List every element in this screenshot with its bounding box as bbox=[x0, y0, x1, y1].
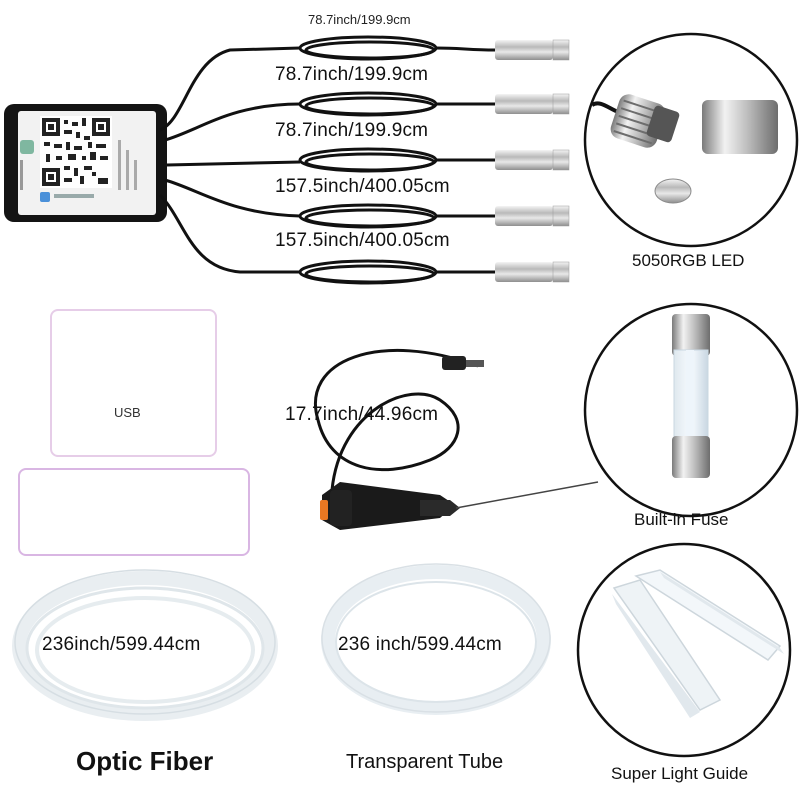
cable-coil-1 bbox=[298, 35, 570, 61]
usb-panel bbox=[50, 309, 217, 457]
light-guide-detail-circle bbox=[576, 542, 792, 758]
cable-coil-3 bbox=[298, 147, 570, 173]
fuse-icon bbox=[672, 314, 710, 478]
controller-box bbox=[4, 104, 167, 222]
cable-coil-4 bbox=[298, 203, 570, 229]
scraper-panel bbox=[18, 468, 250, 556]
optic-fiber-coil bbox=[12, 569, 278, 721]
optic-fiber-caption: Optic Fiber bbox=[76, 746, 214, 776]
fuse-detail-circle bbox=[583, 302, 799, 518]
cable-2-length-label: 78.7inch/199.9cm bbox=[275, 120, 429, 141]
led-caption: 5050RGB LED bbox=[632, 251, 745, 270]
cable-3-length-label: 157.5inch/400.05cm bbox=[275, 176, 450, 197]
controller-wires bbox=[158, 46, 301, 274]
light-guide-strip-icon bbox=[612, 569, 784, 718]
cable-1-length-label: 78.7inch/199.9cm bbox=[275, 64, 429, 85]
qr-code-icon bbox=[40, 116, 112, 188]
light-guide-caption: Super Light Guide bbox=[611, 764, 749, 783]
top-small-length-label: 78.7inch/199.9cm bbox=[308, 12, 411, 27]
car-charger bbox=[314, 348, 599, 530]
transparent-tube-coil bbox=[321, 563, 551, 715]
cable-4-length-label: 157.5inch/400.05cm bbox=[275, 230, 450, 251]
cable-coil-2 bbox=[298, 91, 570, 117]
optic-fiber-length-label: 236inch/599.44cm bbox=[42, 634, 201, 655]
metal-sleeve-icon bbox=[702, 100, 778, 154]
fuse-caption: Built-in Fuse bbox=[634, 510, 729, 529]
lens-cap-icon bbox=[654, 178, 692, 204]
tube-length-label: 236 inch/599.44cm bbox=[338, 634, 502, 655]
led-bulb-icon bbox=[610, 94, 680, 148]
tube-caption: Transparent Tube bbox=[346, 751, 504, 773]
charger-length-label: 17.7inch/44.96cm bbox=[285, 404, 439, 425]
usb-caption: USB bbox=[114, 405, 141, 420]
led-detail-circle bbox=[583, 32, 799, 248]
cable-coil-5 bbox=[298, 259, 570, 285]
